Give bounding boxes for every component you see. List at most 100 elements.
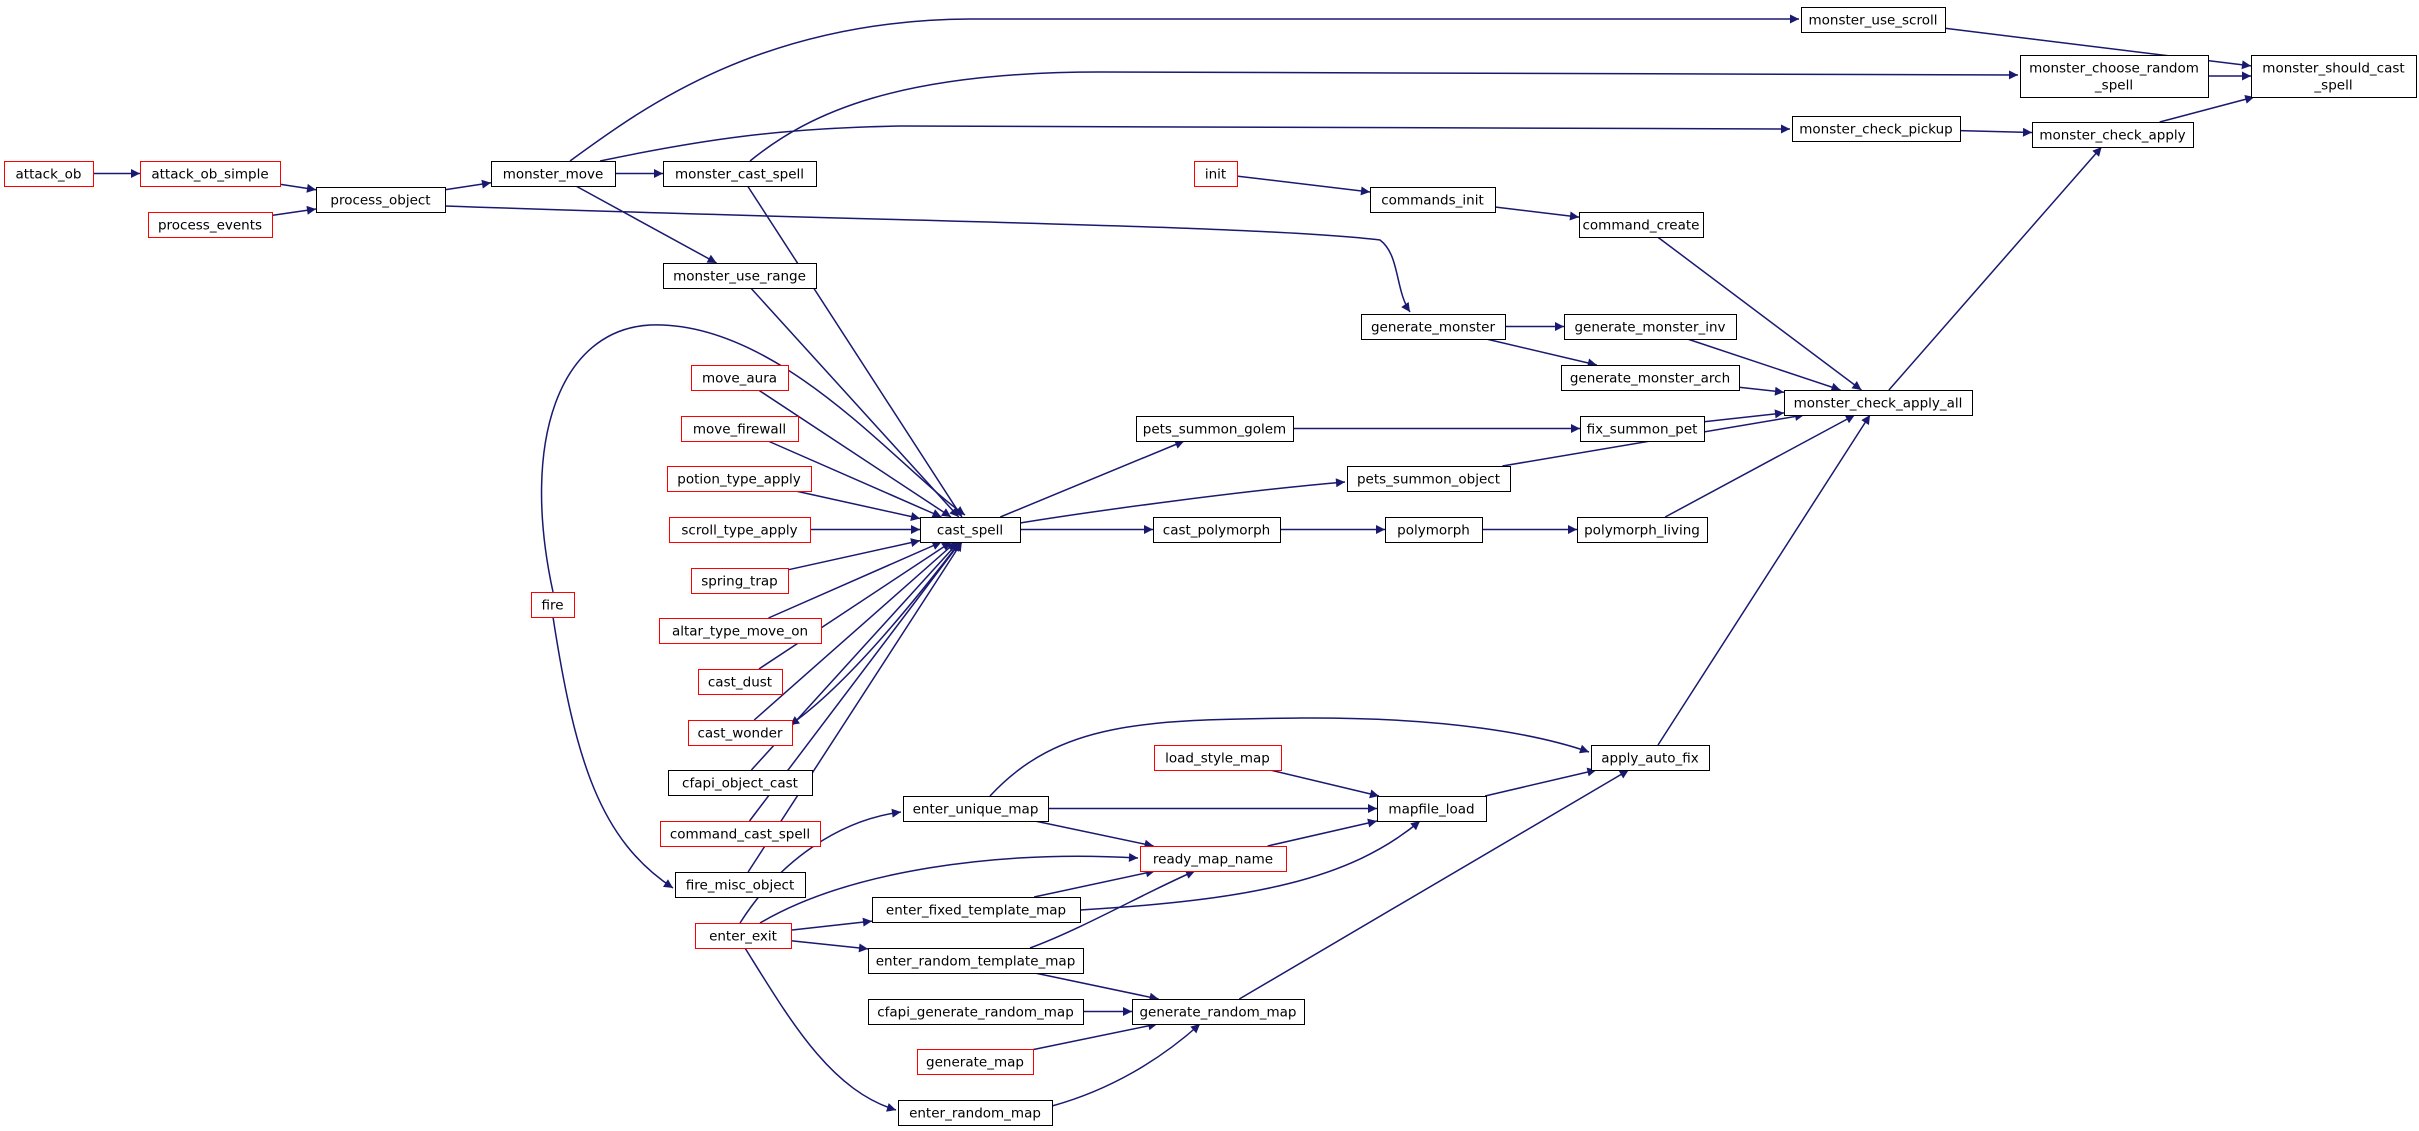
node-box	[903, 796, 1049, 822]
node-cast_polymorph[interactable]: cast_polymorph	[1153, 517, 1281, 543]
node-label: command_create	[1583, 218, 1700, 234]
node-enter_exit[interactable]: enter_exit	[695, 923, 792, 949]
edge-mapfile_load-to-apply_auto_fix	[1484, 767, 1597, 797]
edge-monster_cast_spell-to-cast_spell	[746, 185, 963, 518]
node-pets_summon_golem[interactable]: pets_summon_golem	[1136, 416, 1294, 442]
node-monster_should_cast_spell[interactable]: monster_should_cast_spell	[2251, 55, 2417, 98]
node-generate_monster_inv[interactable]: generate_monster_inv	[1564, 314, 1737, 340]
node-command_create[interactable]: command_create	[1579, 212, 1704, 238]
edge-polymorph_living-to-monster_check_apply_all	[1664, 414, 1856, 518]
edge-cast_spell-to-cast_wonder	[789, 541, 961, 726]
node-apply_auto_fix[interactable]: apply_auto_fix	[1591, 745, 1710, 771]
node-label: fix_summon_pet	[1587, 422, 1698, 438]
edge-enter_random_template_map-to-ready_map_name	[1029, 870, 1196, 949]
node-altar_type_move_on[interactable]: altar_type_move_on	[659, 618, 822, 644]
edge-enter_exit-to-ready_map_name	[759, 852, 1139, 924]
node-move_aura[interactable]: move_aura	[691, 365, 789, 391]
node-box	[660, 821, 821, 847]
node-label: ready_map_name	[1153, 852, 1273, 868]
node-enter_unique_map[interactable]: enter_unique_map	[903, 796, 1049, 822]
node-init[interactable]: init	[1194, 161, 1238, 187]
node-box	[1580, 416, 1705, 442]
node-monster_check_apply_all[interactable]: monster_check_apply_all	[1784, 390, 1973, 416]
node-fire[interactable]: fire	[531, 592, 575, 618]
node-label: generate_monster	[1371, 320, 1496, 336]
node-monster_check_apply[interactable]: monster_check_apply	[2032, 122, 2194, 148]
node-move_firewall[interactable]: move_firewall	[681, 416, 799, 442]
node-monster_cast_spell[interactable]: monster_cast_spell	[663, 161, 817, 187]
node-label: process_events	[158, 218, 262, 234]
node-label: polymorph_living	[1584, 523, 1700, 539]
node-cast_spell[interactable]: cast_spell	[920, 517, 1021, 543]
node-box	[691, 365, 789, 391]
node-box	[667, 466, 812, 492]
node-monster_use_range[interactable]: monster_use_range	[663, 263, 817, 289]
node-label: monster_should_cast	[2262, 61, 2404, 77]
node-label: load_style_map	[1165, 751, 1270, 767]
node-generate_map[interactable]: generate_map	[917, 1049, 1034, 1075]
node-mapfile_load[interactable]: mapfile_load	[1377, 796, 1487, 822]
node-cast_dust[interactable]: cast_dust	[698, 669, 783, 695]
node-box	[1194, 161, 1238, 187]
node-label: cast_polymorph	[1163, 523, 1270, 539]
node-label: commands_init	[1381, 193, 1484, 209]
node-process_object[interactable]: process_object	[316, 187, 446, 213]
edge-generate_monster-to-generate_monster_arch	[1486, 338, 1597, 368]
edge-monster_move-to-monster_use_range	[575, 185, 717, 264]
node-label: scroll_type_apply	[681, 523, 797, 539]
node-box	[2032, 122, 2194, 148]
node-commands_init[interactable]: commands_init	[1370, 187, 1496, 213]
node-box	[1136, 416, 1294, 442]
node-monster_check_pickup[interactable]: monster_check_pickup	[1792, 116, 1961, 142]
node-monster_choose_random_spell[interactable]: monster_choose_random_spell	[2020, 55, 2209, 98]
node-command_cast_spell[interactable]: command_cast_spell	[660, 821, 821, 847]
node-label: fire_misc_object	[686, 878, 795, 894]
node-cfapi_generate_random_map[interactable]: cfapi_generate_random_map	[868, 999, 1084, 1025]
node-fire_misc_object[interactable]: fire_misc_object	[675, 872, 806, 898]
node-potion_type_apply[interactable]: potion_type_apply	[667, 466, 812, 492]
node-cfapi_object_cast[interactable]: cfapi_object_cast	[668, 770, 813, 796]
node-spring_trap[interactable]: spring_trap	[691, 568, 789, 594]
node-pets_summon_object[interactable]: pets_summon_object	[1347, 466, 1511, 492]
node-box	[872, 897, 1081, 923]
node-generate_random_map[interactable]: generate_random_map	[1132, 999, 1305, 1025]
edge-cast_spell-to-pets_summon_golem	[1000, 440, 1185, 518]
node-box	[1801, 7, 1946, 33]
node-label: attack_ob_simple	[151, 167, 268, 183]
edge-enter_random_template_map-to-generate_random_map	[1034, 972, 1159, 1002]
node-polymorph_living[interactable]: polymorph_living	[1577, 517, 1708, 543]
node-generate_monster[interactable]: generate_monster	[1361, 314, 1506, 340]
node-enter_random_map[interactable]: enter_random_map	[898, 1100, 1053, 1126]
node-monster_move[interactable]: monster_move	[491, 161, 616, 187]
node-box	[1577, 517, 1708, 543]
node-cast_wonder[interactable]: cast_wonder	[688, 720, 793, 746]
node-attack_ob_simple[interactable]: attack_ob_simple	[140, 161, 281, 187]
edge-altar_type_move_on-to-cast_spell	[768, 541, 942, 619]
node-label: generate_monster_arch	[1570, 371, 1730, 387]
node-box	[1579, 212, 1704, 238]
node-ready_map_name[interactable]: ready_map_name	[1140, 846, 1287, 872]
node-box	[1561, 365, 1740, 391]
node-attack_ob[interactable]: attack_ob	[4, 161, 94, 187]
node-label: enter_exit	[709, 929, 777, 945]
node-layer: monster_should_cast_spell monster_use_scr…	[4, 7, 2417, 1126]
node-process_events[interactable]: process_events	[148, 212, 273, 238]
node-label: monster_check_apply	[2039, 128, 2185, 144]
node-label: move_aura	[702, 371, 777, 387]
node-load_style_map[interactable]: load_style_map	[1154, 745, 1282, 771]
edge-enter_random_map-to-generate_random_map	[1051, 1023, 1201, 1107]
edge-commands_init-to-command_create	[1494, 206, 1580, 221]
node-enter_random_template_map[interactable]: enter_random_template_map	[868, 948, 1084, 974]
node-scroll_type_apply[interactable]: scroll_type_apply	[669, 517, 811, 543]
node-generate_monster_arch[interactable]: generate_monster_arch	[1561, 365, 1740, 391]
node-label: enter_random_template_map	[876, 954, 1076, 970]
node-fix_summon_pet[interactable]: fix_summon_pet	[1580, 416, 1705, 442]
edge-monster_check_apply_all-to-monster_check_apply	[1888, 146, 2103, 391]
node-enter_fixed_template_map[interactable]: enter_fixed_template_map	[872, 897, 1081, 923]
node-polymorph[interactable]: polymorph	[1385, 517, 1483, 543]
edge-process_events-to-process_object	[271, 205, 317, 217]
node-monster_use_scroll[interactable]: monster_use_scroll	[1801, 7, 1946, 33]
edge-enter_unique_map-to-ready_map_name	[1034, 820, 1154, 849]
edge-spring_trap-to-cast_spell	[787, 538, 921, 571]
